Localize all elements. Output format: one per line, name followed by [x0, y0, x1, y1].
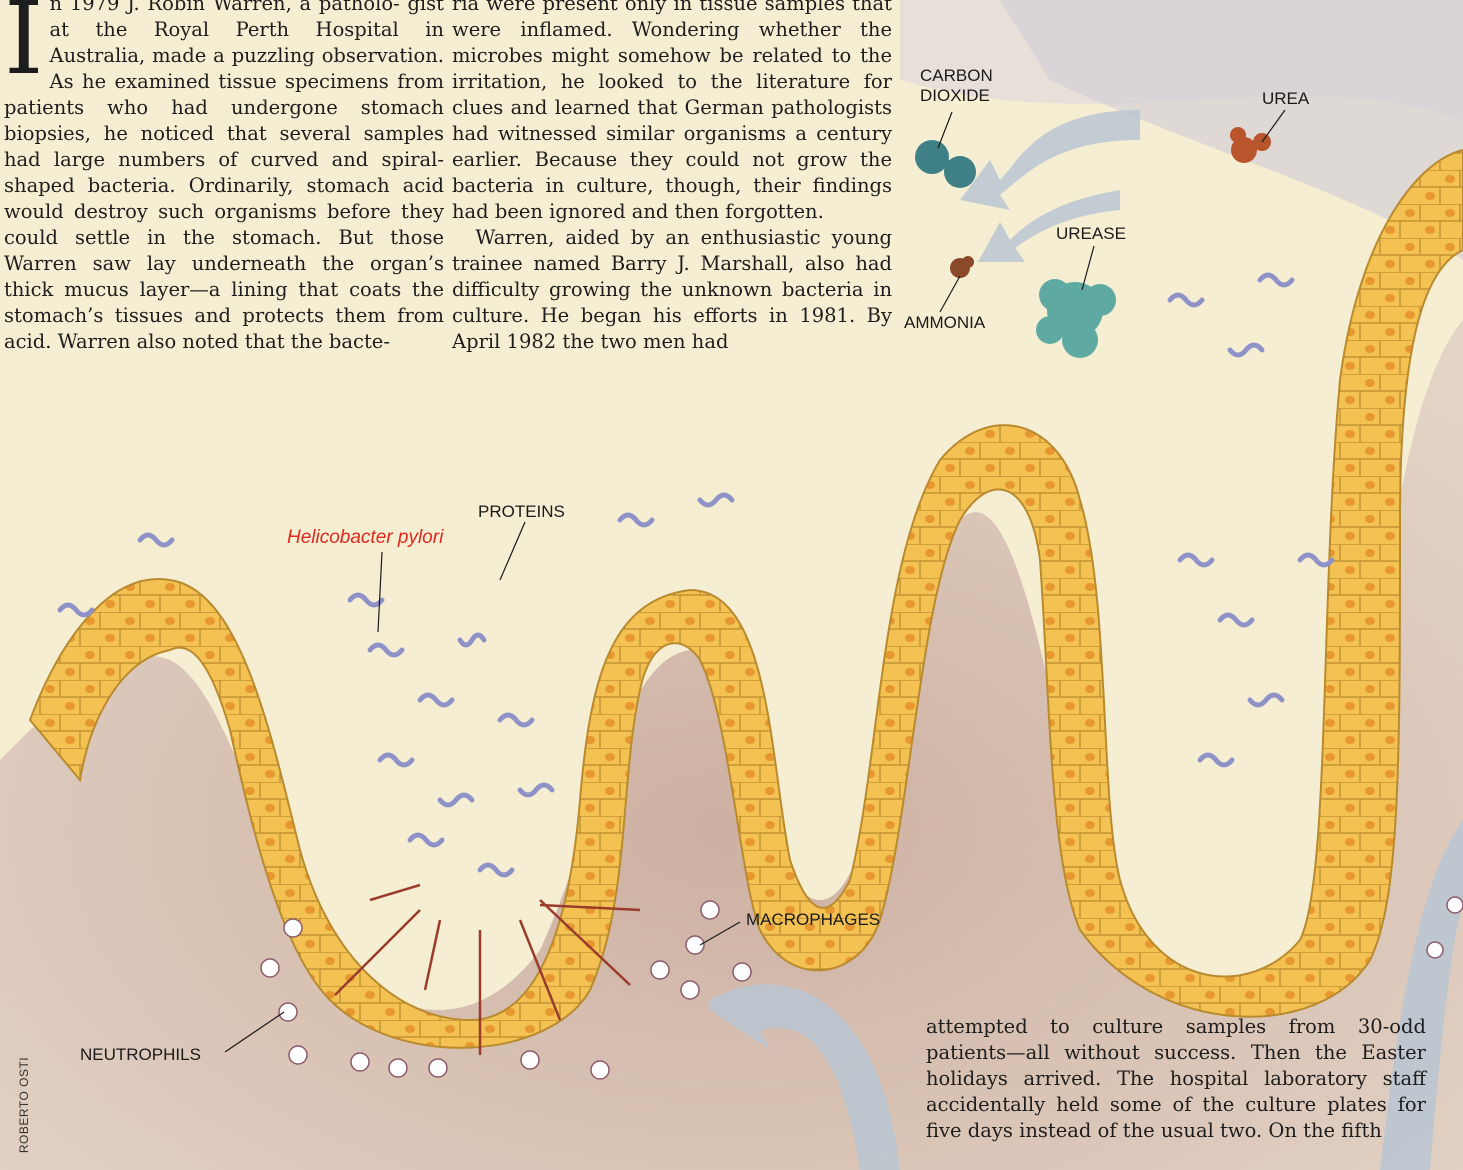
illustration-credit: ROBERTO OSTI — [17, 1057, 31, 1153]
label-urease: UREASE — [1056, 224, 1126, 244]
label-helicobacter-pylori: Helicobacter pylori — [287, 528, 443, 548]
label-carbon-dioxide: CARBON DIOXIDE — [920, 66, 993, 106]
label-neutrophils: NEUTROPHILS — [80, 1045, 201, 1065]
article-column-2: ria were present only in tissue samples … — [452, 0, 892, 355]
col1-body: gist at the Royal Perth Hospital in Aust… — [4, 0, 444, 353]
col1-first-line: n 1979 J. Robin Warren, a patholo- — [50, 0, 400, 15]
article-column-1: I n 1979 J. Robin Warren, a patholo- gis… — [4, 0, 444, 355]
drop-cap: I — [4, 0, 44, 79]
label-macrophages: MACROPHAGES — [746, 910, 880, 930]
label-ammonia: AMMONIA — [904, 313, 985, 333]
label-carbon-dioxide-line-1: CARBON — [920, 66, 993, 86]
col2-paragraph-2: Warren, aided by an enthusiastic young t… — [452, 225, 892, 355]
col2-paragraph-1: ria were present only in tissue samples … — [452, 0, 892, 225]
label-carbon-dioxide-line-2: DIOXIDE — [920, 86, 993, 106]
label-urea: UREA — [1262, 89, 1309, 109]
label-proteins: PROTEINS — [478, 502, 565, 522]
col3-paragraph: attempted to culture samples from 30-odd… — [926, 1014, 1426, 1144]
article-column-3: attempted to culture samples from 30-odd… — [926, 1014, 1426, 1144]
